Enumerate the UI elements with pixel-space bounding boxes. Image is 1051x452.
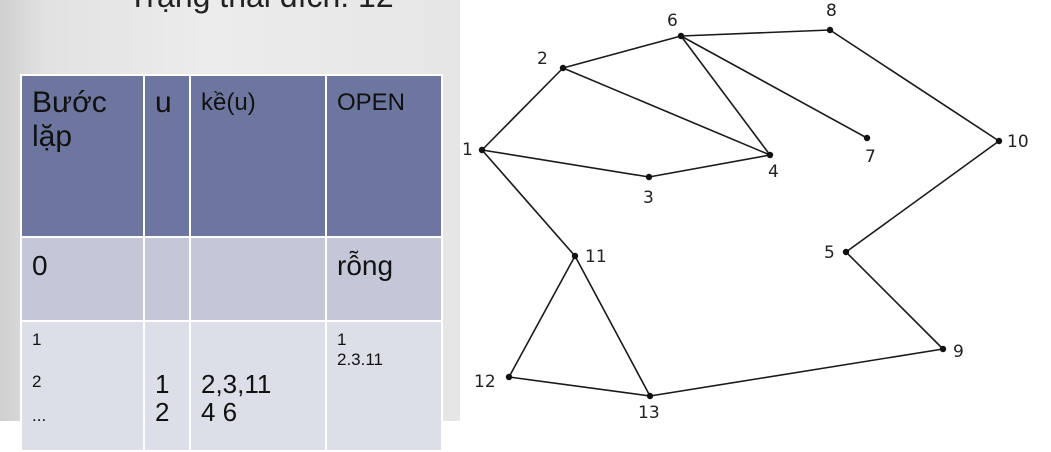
graph-node-1: [478, 146, 486, 154]
bfs-table: Bước lặp u kề(u) OPEN 0 rỗng 1 2 ...: [20, 74, 443, 452]
graph-node-5: [842, 248, 850, 256]
adjacent-line: 4 6: [201, 397, 238, 427]
graph-node-label: 5: [824, 243, 835, 263]
step-line: ...: [32, 406, 47, 425]
graph-node-11: [571, 252, 579, 260]
cell-open: 1 2.3.11: [325, 320, 443, 452]
graph-node-label: 10: [1007, 132, 1029, 152]
open-line: 1: [337, 330, 347, 349]
open-line: 2.3.11: [337, 350, 384, 369]
graph-edge-3-4: [648, 154, 771, 178]
graph-edges: [481, 29, 1000, 397]
graph-edge-2-4: [562, 67, 771, 156]
graph-node-7: [863, 134, 871, 142]
cell-open: rỗng: [325, 236, 443, 322]
cell-u: 1 2: [143, 320, 191, 452]
cell-adjacent: [189, 236, 327, 322]
graph-edge-11-12: [508, 255, 576, 378]
graph-node-10: [995, 137, 1003, 145]
cell-u: [143, 236, 191, 322]
step-line: 2: [32, 372, 42, 391]
cell-step: 0: [20, 236, 145, 322]
graph-edge-9-13: [649, 348, 944, 397]
cell-step: 1 2 ...: [20, 320, 145, 452]
graph-edge-2-6: [562, 35, 682, 69]
adjacent-line: 2,3,11: [201, 369, 272, 399]
graph-node-label: 9: [953, 342, 964, 362]
graph-edge-10-5: [845, 140, 1000, 253]
cell-adjacent: 2,3,11 4 6: [189, 320, 327, 452]
graph-node-2: [559, 64, 567, 72]
graph-node-label: 12: [474, 372, 496, 392]
graph-edge-12-13: [508, 376, 651, 397]
graph-edge-1-11: [481, 149, 576, 257]
graph-node-4: [766, 151, 774, 159]
graph-node-label: 8: [826, 1, 837, 21]
graph-node-label: 11: [585, 247, 607, 267]
graph-node-8: [826, 26, 834, 34]
table-row: 1 2 ... 1 2 2,3,11 4 6: [20, 320, 443, 452]
graph-edge-1-2: [481, 67, 564, 151]
header-u: u: [143, 74, 191, 238]
header-adjacent: kề(u): [189, 74, 327, 238]
graph-edge-6-8: [680, 29, 831, 37]
graph-edge-6-7: [680, 35, 868, 139]
graph-node-label: 13: [638, 403, 660, 421]
graph-node-9: [939, 345, 947, 353]
table-row: 0 rỗng: [20, 236, 443, 322]
header-open: OPEN: [325, 74, 443, 238]
graph-edge-11-13: [574, 255, 651, 397]
graph-node-6: [677, 32, 685, 40]
graph-node-12: [505, 373, 513, 381]
graph-node-13: [646, 392, 654, 400]
graph-node-label: 4: [768, 162, 779, 182]
graph-node-label: 7: [865, 147, 876, 167]
graph-node-label: 6: [667, 11, 678, 31]
graph-node-label: 1: [462, 140, 473, 160]
graph-edge-8-10: [829, 29, 1000, 142]
graph-node-3: [645, 173, 653, 181]
u-line: 2: [155, 397, 170, 427]
header-step: Bước lặp: [20, 74, 145, 238]
graph-edge-1-3: [481, 149, 650, 178]
graph-edge-5-9: [845, 251, 944, 350]
step-line: 1: [32, 330, 42, 349]
u-line: 1: [155, 369, 170, 399]
table-header-row: Bước lặp u kề(u) OPEN: [20, 74, 443, 238]
graph-node-label: 3: [643, 188, 654, 208]
graph-node-label: 2: [537, 49, 548, 69]
graph-edge-6-4: [680, 35, 771, 156]
slide-title: Trạng thái đích: 12: [128, 0, 394, 15]
